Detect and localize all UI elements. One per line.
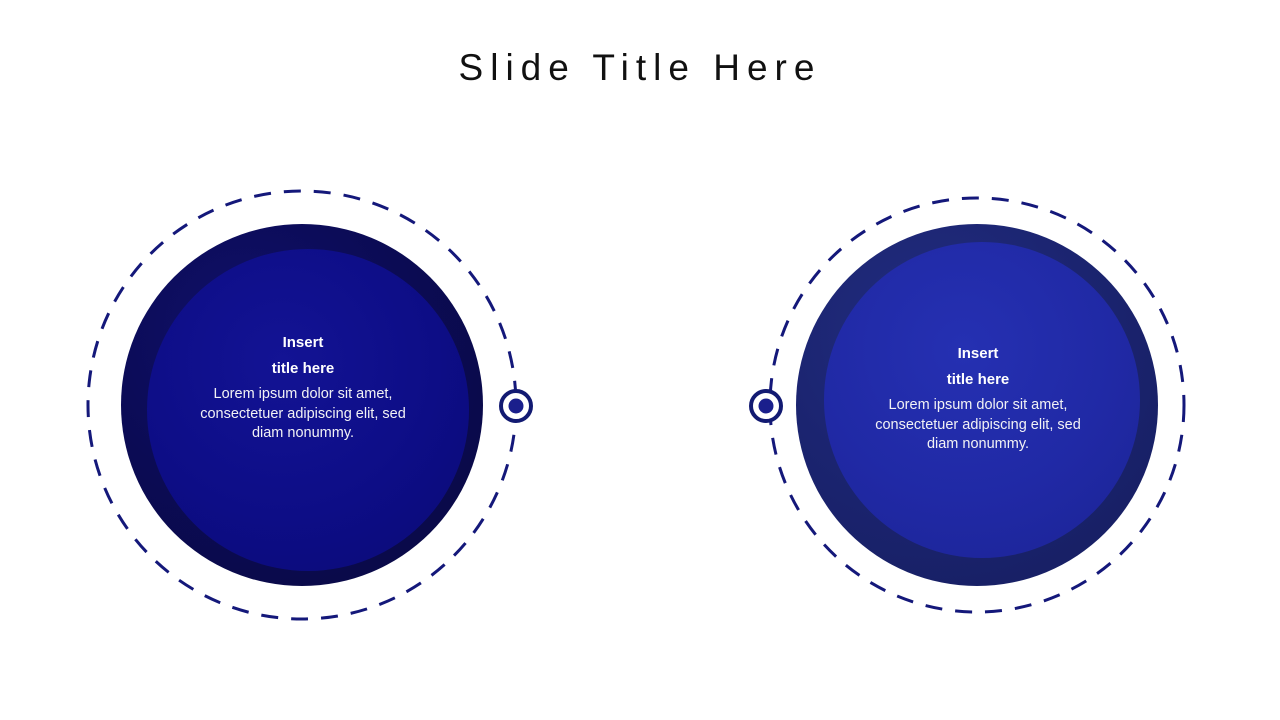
- page-title: Slide Title Here: [458, 47, 822, 88]
- right-dashed-ring: [768, 196, 1186, 614]
- connector-endpoint-right[interactable]: [749, 389, 783, 423]
- left-inner-circle[interactable]: [147, 249, 469, 571]
- right-inner-circle[interactable]: [824, 242, 1140, 558]
- connector-endpoint-left[interactable]: [499, 389, 533, 423]
